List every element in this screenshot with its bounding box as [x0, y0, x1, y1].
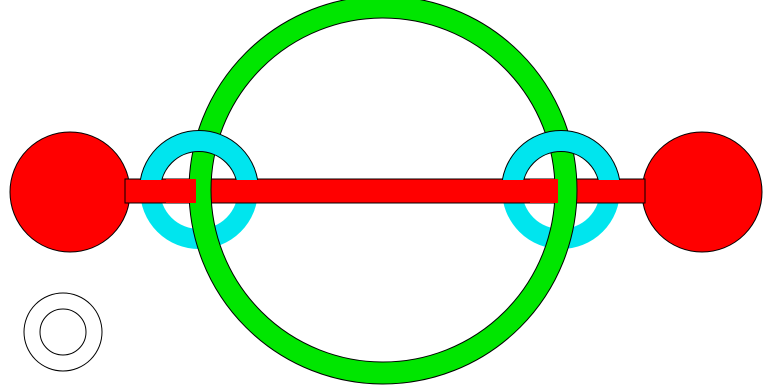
left-end-ball [10, 132, 130, 252]
small-ring-symbol-inner [40, 309, 86, 355]
right-end-ball [642, 132, 762, 252]
bar-over-right-ring [530, 179, 558, 203]
bar-over-left-ring [166, 179, 196, 203]
